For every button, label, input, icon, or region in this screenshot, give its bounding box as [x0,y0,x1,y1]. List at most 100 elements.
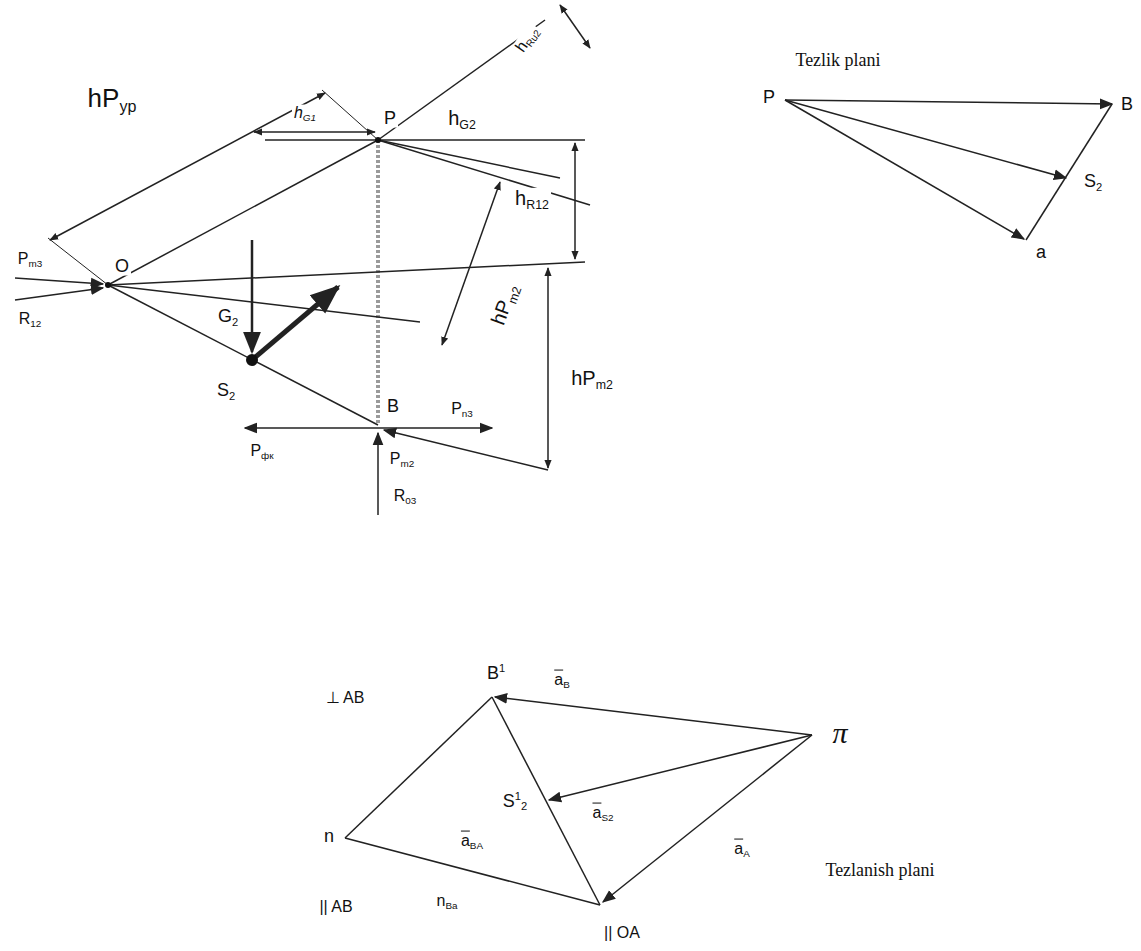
diagram-label: π [830,717,849,749]
diagram-label: || OA [602,925,642,942]
label-part: O [115,256,129,276]
label-part: 2 [232,316,238,328]
drawing-line [377,433,379,515]
diagram-label: B1 [485,663,507,683]
label-part: h [515,187,526,209]
force-diagram [15,5,590,515]
diagram-label: P [382,109,398,128]
label-part: R [19,310,31,327]
label-part: m2 [596,378,613,392]
diagram-label: hRu2 [511,22,544,58]
diagram-label: hG2 [446,108,478,132]
label-part: hP [88,83,120,113]
label-part: a [554,671,563,688]
diagram-label: nBa [434,893,459,912]
label-part: hP [571,367,595,389]
drawing-line [549,735,812,800]
label-part: P [250,442,261,459]
diagram-label: R12 [17,311,44,330]
label-part: Tezlanish plani [825,860,934,880]
label-part: 1 [515,790,521,802]
label-part: n [324,826,334,846]
diagram-label: Tezlanish plani [823,861,936,880]
label-part: 2 [229,390,235,402]
label-part: G2 [459,118,476,132]
diagram-label: P [761,88,777,107]
drawing-line [378,140,590,205]
label-part: P [384,108,396,128]
drawing-line [108,262,585,285]
label-part: G1 [303,112,316,123]
label-part: 2 [521,800,527,812]
label-part: m3 [28,258,42,269]
diagram-label: aBA [459,833,485,852]
diagram-label: ⊥ AB [324,690,367,707]
diagram-label: hR12 [513,188,551,212]
label-part: P [390,450,401,467]
label-part: a [461,832,470,849]
drawing-line [378,427,492,429]
drawing-line [265,139,585,141]
drawing-line [251,240,254,352]
drawing-line [245,427,378,429]
label-part: R [394,487,406,504]
label-part: P [763,87,775,107]
drawing-line [785,100,1024,239]
diagram-label: aA [732,841,752,860]
drawing-circle [105,282,111,288]
diagram-label: R03 [392,488,419,507]
label-part: a [1036,242,1046,262]
drawing-line [345,838,600,905]
drawing-line [378,140,560,178]
drawing-circle [246,354,258,366]
label-part: || AB [319,898,352,915]
diagram-label: hPyp [86,85,139,116]
diagram-label: hPm2 [487,279,526,330]
diagram-label: Pm2 [388,451,416,470]
drawing-line [15,278,103,284]
label-part: h [294,104,303,121]
acceleration-plan [345,697,812,905]
diagram-label: Pфк [248,443,275,462]
drawing-line [1026,104,1112,240]
label-part: Tezlik plani [795,50,880,70]
diagram-label: Pn3 [449,401,475,420]
label-part: a [734,840,743,857]
drawing-line [345,697,492,838]
drawing-line [48,238,108,285]
label-part: фк [261,450,274,461]
drawing-line [785,100,1066,178]
drawing-line [252,287,338,360]
diagram-label: || AB [317,899,354,916]
drawing-line [108,285,378,425]
diagram-label: aB [552,672,572,691]
label-part: || OA [604,924,640,941]
diagram-label: B [385,397,401,416]
label-part: G [218,306,232,326]
label-part: yp [119,97,136,115]
diagram-label: aS2 [590,805,615,824]
diagram-label: O [113,257,131,276]
label-part: B [1121,94,1133,114]
label-part: A [743,848,750,859]
label-part: B [387,396,399,416]
drawing-line [560,5,590,48]
label-part: P [451,400,462,417]
drawing-line [376,140,380,425]
drawing-line [15,288,103,300]
label-part: m2 [400,458,414,469]
label-part: R12 [526,198,549,212]
diagram-label: S2 [1082,172,1104,194]
label-part: S [217,380,229,400]
drawing-line [785,100,1112,104]
diagram-label: Tezlik plani [793,51,882,70]
diagram-label: a [1034,243,1048,262]
label-part: BA [470,840,483,851]
drawing-line [384,430,548,470]
label-part: 2 [1096,181,1102,193]
label-part: B [487,663,499,683]
diagram-label: G2 [216,307,240,329]
diagram-label: n [322,827,336,846]
